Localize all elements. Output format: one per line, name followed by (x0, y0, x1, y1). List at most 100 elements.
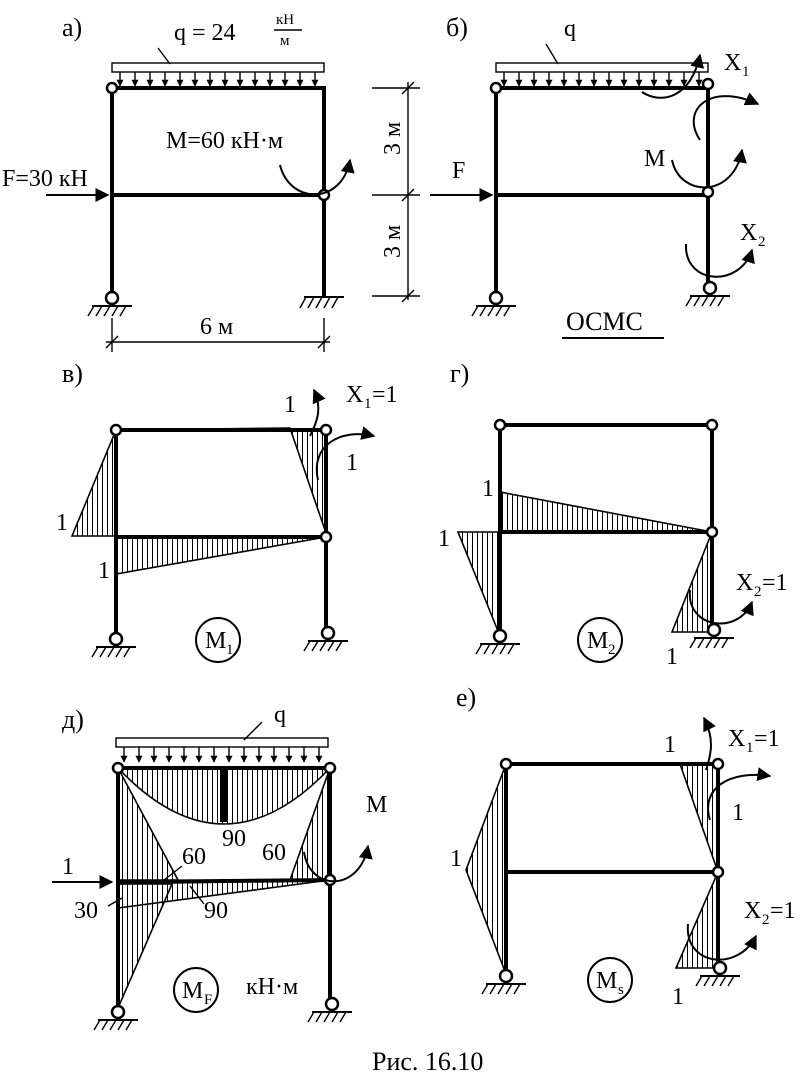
moment-label-d: M (366, 792, 387, 818)
value-d-90-top: 90 (222, 826, 246, 852)
x1-arrow-v-right (315, 426, 376, 481)
value-d-90-mid: 90 (204, 898, 228, 924)
frame-g (498, 423, 714, 638)
diagram-e-left-column (465, 763, 507, 975)
frame-e (504, 762, 720, 976)
dim-bottom-label: 3 м (380, 225, 406, 258)
x2-arrow-b (684, 243, 755, 278)
x1-arrow-e-left (703, 716, 716, 771)
diagram-d-max-ordinate (220, 770, 228, 822)
x2-label-b: X (740, 220, 757, 246)
value-g-bottom: 1 (666, 644, 678, 670)
diagram-g-sub: 2 (608, 642, 616, 658)
value-d-60-left: 60 (182, 844, 206, 870)
x1-arrow-e-right (707, 767, 772, 821)
force-label-d: 1 (62, 854, 74, 880)
support-d-right (307, 996, 352, 1023)
diagram-g-badge (577, 617, 623, 663)
x2-label-g: X (736, 570, 753, 596)
frame-b (494, 86, 710, 298)
force-label-a: F=30 кН (2, 166, 88, 192)
value-e-left: 1 (450, 846, 462, 872)
diagram-g-name: M (587, 628, 608, 654)
diagram-e-name: M (596, 968, 617, 994)
load-q-label: q = 24 (174, 20, 236, 46)
value-v-right: 1 (346, 450, 358, 476)
support-g-right (689, 622, 734, 649)
q-unit-denominator: м (280, 33, 290, 49)
support-a-right (299, 296, 344, 309)
hinge-d-top-right (323, 761, 337, 775)
frame-a (110, 86, 326, 298)
value-e-bottom: 1 (672, 984, 684, 1010)
diagram-v-name: M (205, 628, 226, 654)
x2-sub-g: 2 (754, 584, 762, 600)
panel-a: а) q = 24 кН м (2, 12, 420, 352)
hinge-g-top-right (705, 418, 719, 432)
panel-e-label: е) (456, 683, 476, 712)
support-g-left (475, 628, 520, 655)
support-a-left (87, 290, 132, 317)
hinge-d-top-left (111, 761, 125, 775)
diagram-v-sub: 1 (226, 642, 234, 658)
dim-span-label: 6 м (200, 314, 233, 340)
moment-label-a: M=60 кН·м (166, 128, 283, 154)
panel-v: в) X 1 (56, 359, 398, 663)
x1-sub-b: 1 (742, 64, 750, 80)
support-b-right (685, 280, 730, 307)
x2-arrow-e (686, 923, 757, 961)
moment-arrow-a (279, 158, 355, 196)
hinge-e-top-left (499, 757, 513, 771)
hinge-e-right (711, 865, 725, 879)
x1-label-e: X (728, 726, 745, 752)
value-v-left: 1 (56, 510, 68, 536)
hinge-b-top-right (701, 77, 715, 91)
diagram-v-top-beam (115, 427, 327, 534)
diagram-e-top-beam (506, 763, 719, 873)
hinge-g-right (705, 525, 719, 539)
diagram-e-badge (587, 957, 633, 1003)
x1-label-b: X (724, 50, 741, 76)
hinge-b-right (701, 185, 715, 199)
panel-g: г) X 2 =1 (438, 359, 788, 670)
x1-label-v: X (346, 382, 363, 408)
diagram-d-sub: F (204, 992, 212, 1008)
value-g-beam: 1 (482, 476, 494, 502)
hinge-a-top-left (105, 81, 119, 95)
panel-d-label: д) (62, 705, 84, 734)
diagram-v-left-column (70, 429, 117, 537)
panel-e: е) X 1 (450, 683, 796, 1010)
dimension-lines-a (105, 81, 420, 352)
panel-a-label: а) (62, 13, 82, 42)
x2-eq-g: =1 (762, 570, 788, 596)
value-e-top: 1 (664, 732, 676, 758)
distributed-load-a (111, 47, 325, 87)
value-d-30: 30 (74, 898, 98, 924)
panel-b: б) q (430, 13, 766, 339)
diagram-d-name: M (182, 978, 203, 1004)
value-g-left: 1 (438, 526, 450, 552)
diagram-d-badge (173, 967, 219, 1013)
dim-top-label: 3 м (380, 122, 406, 155)
panel-v-label: в) (62, 359, 83, 388)
load-q-label-d: q (274, 702, 286, 728)
diagram-v-mid-beam (115, 536, 327, 575)
x1-sub-v: 1 (364, 396, 372, 412)
panel-b-label: б) (446, 13, 468, 42)
x2-sub-b: 2 (758, 234, 766, 250)
x1-eq-e: =1 (754, 726, 780, 752)
diagram-g-left-column (456, 531, 501, 637)
x1-arrow-right (692, 92, 760, 141)
hinge-v-right (319, 530, 333, 544)
diagram-e-sub: s (618, 982, 624, 998)
hinge-v-top-left (109, 423, 123, 437)
support-e-right (695, 960, 740, 987)
support-b-left (471, 290, 516, 317)
frame-v (114, 428, 328, 638)
force-label-b: F (452, 158, 465, 184)
system-label: ОСМС (566, 307, 643, 336)
support-e-left (481, 968, 526, 995)
x1-arrow-left (641, 53, 705, 99)
units-label-d: кН·м (246, 974, 298, 1000)
